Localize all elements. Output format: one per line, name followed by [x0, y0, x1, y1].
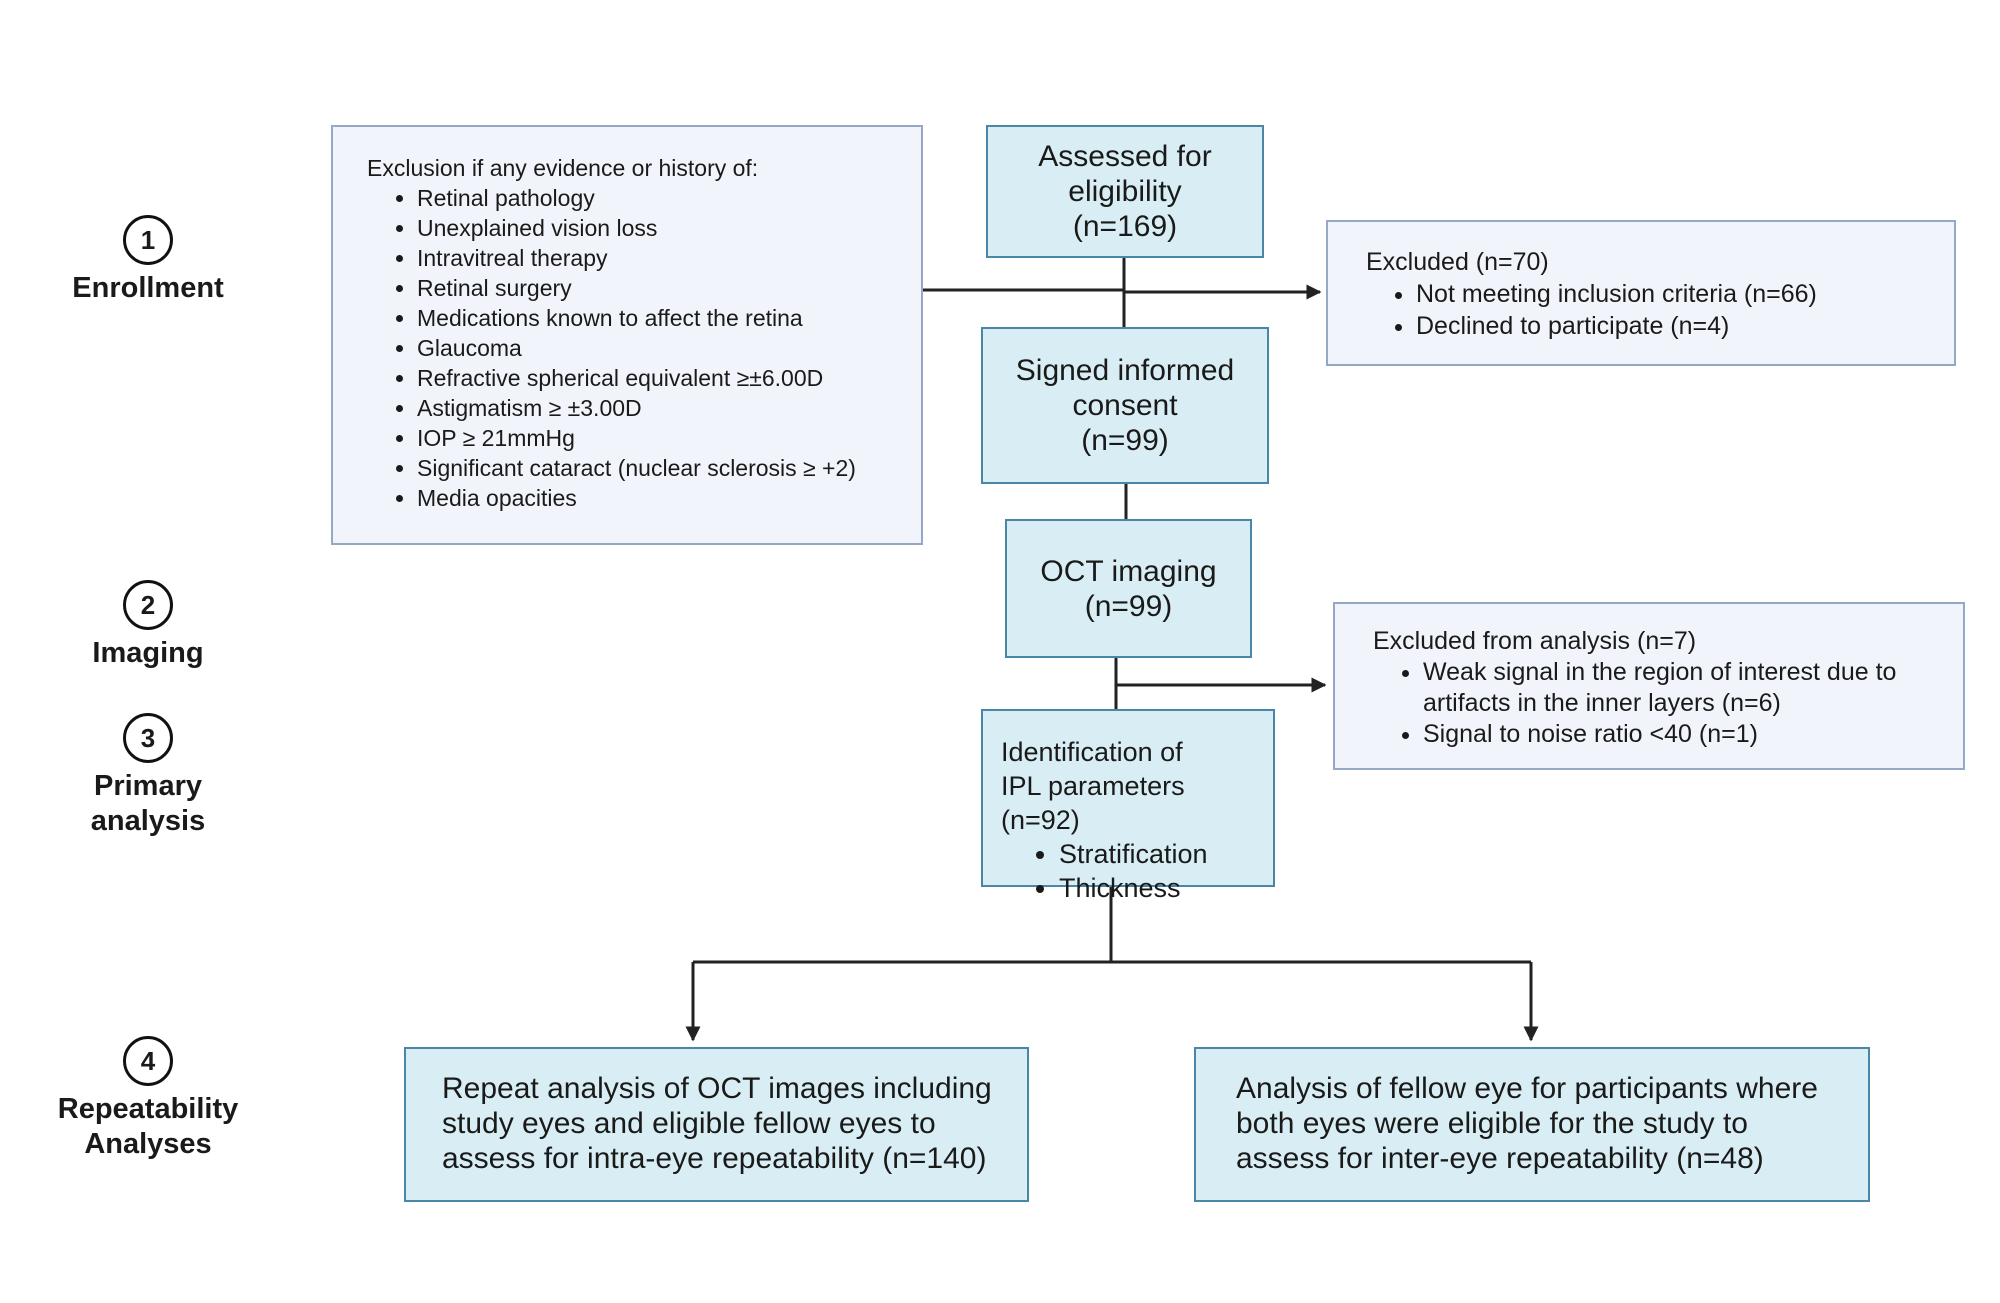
intra-eye-text: Repeat analysis of OCT images including …: [442, 1072, 992, 1175]
assessed-line1: Assessed for: [1038, 140, 1212, 173]
excluded-analysis-heading: Excluded from analysis (n=7): [1373, 627, 1697, 655]
stage-number: 2: [123, 580, 173, 630]
assessed-line2: eligibility: [1068, 175, 1182, 208]
list-item: Intravitreal therapy: [417, 243, 891, 273]
stage-label: Primary analysis: [90, 770, 206, 837]
ipl-line1: Identification of: [1001, 737, 1183, 767]
list-item: Weak signal in the region of interest du…: [1423, 657, 1913, 719]
excluded-analysis-box: Excluded from analysis (n=7) Weak signal…: [1333, 602, 1965, 770]
inter-eye-repeatability-box: Analysis of fellow eye for participants …: [1194, 1047, 1870, 1202]
stage-enrollment: 1 Enrollment: [48, 215, 248, 306]
exclusion-criteria-box: Exclusion if any evidence or history of:…: [331, 125, 923, 545]
oct-line1: OCT imaging: [1040, 554, 1217, 588]
ipl-parameters-box: Identification of IPL parameters (n=92) …: [981, 709, 1275, 903]
stage-number: 3: [123, 713, 173, 763]
oct-imaging-box: OCT imaging (n=99): [1005, 519, 1252, 658]
list-item: Refractive spherical equivalent ≥±6.00D: [417, 363, 891, 393]
consent-line1: Signed informed: [1015, 354, 1235, 387]
excluded-enrollment-list: Not meeting inclusion criteria (n=66) De…: [1366, 278, 1934, 342]
stage-number: 4: [123, 1036, 173, 1086]
list-item: Thickness: [1059, 871, 1273, 905]
ipl-list: Stratification Thickness: [1001, 837, 1273, 905]
assessed-count: (n=169): [1072, 210, 1178, 243]
list-item: Media opacities: [417, 483, 891, 513]
list-item: IOP ≥ 21mmHg: [417, 423, 891, 453]
stage-number: 1: [123, 215, 173, 265]
list-item: Glaucoma: [417, 333, 891, 363]
inter-eye-text: Analysis of fellow eye for participants …: [1236, 1072, 1818, 1175]
stage-repeatability: 4 Repeatability Analyses: [48, 1036, 248, 1162]
stage-label: Imaging: [92, 637, 204, 669]
consent-line2: consent: [1072, 389, 1178, 422]
list-item: Retinal surgery: [417, 273, 891, 303]
list-item: Not meeting inclusion criteria (n=66): [1416, 278, 1934, 310]
exclusion-list: Retinal pathology Unexplained vision los…: [367, 183, 891, 513]
exclusion-heading: Exclusion if any evidence or history of:: [367, 155, 759, 181]
excluded-enrollment-box: Excluded (n=70) Not meeting inclusion cr…: [1326, 220, 1956, 366]
list-item: Astigmatism ≥ ±3.00D: [417, 393, 891, 423]
consent-count: (n=99): [1081, 424, 1169, 457]
stage-imaging: 2 Imaging: [48, 580, 248, 671]
intra-eye-repeatability-box: Repeat analysis of OCT images including …: [404, 1047, 1029, 1202]
stage-label: Enrollment: [72, 272, 224, 304]
list-item: Unexplained vision loss: [417, 213, 891, 243]
list-item: Retinal pathology: [417, 183, 891, 213]
ipl-line2: IPL parameters: [1001, 771, 1185, 801]
list-item: Medications known to affect the retina: [417, 303, 891, 333]
assessed-eligibility-box: Assessed for eligibility (n=169): [986, 125, 1264, 258]
signed-consent-box: Signed informed consent (n=99): [981, 327, 1269, 484]
ipl-count: (n=92): [1001, 805, 1080, 835]
list-item: Declined to participate (n=4): [1416, 310, 1934, 342]
stage-primary-analysis: 3 Primary analysis: [48, 713, 248, 839]
excluded-analysis-list: Weak signal in the region of interest du…: [1373, 657, 1913, 750]
list-item: Significant cataract (nuclear sclerosis …: [417, 453, 891, 483]
list-item: Stratification: [1059, 837, 1273, 871]
excluded-enrollment-heading: Excluded (n=70): [1366, 248, 1549, 276]
list-item: Signal to noise ratio <40 (n=1): [1423, 719, 1913, 750]
stage-label: Repeatability Analyses: [57, 1093, 239, 1160]
oct-count: (n=99): [1084, 589, 1173, 623]
